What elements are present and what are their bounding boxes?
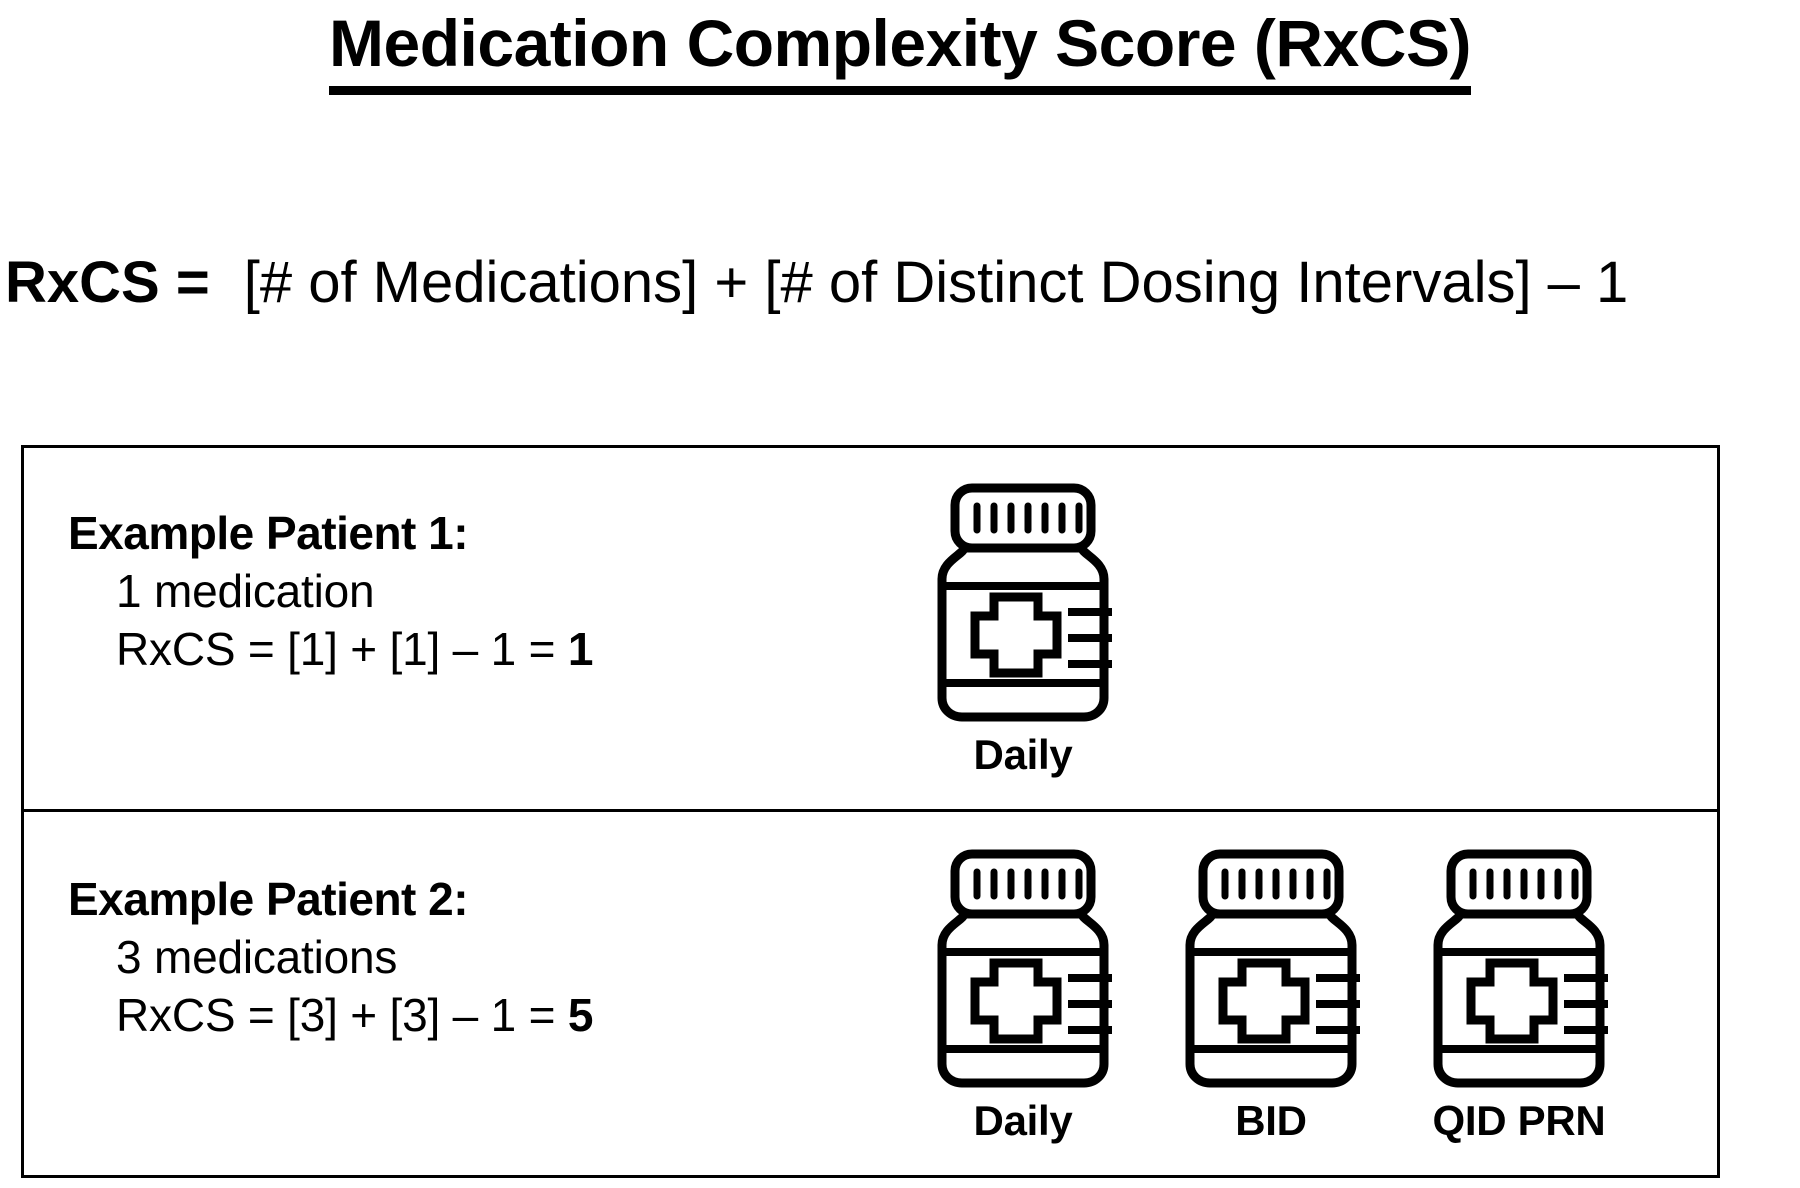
medication-dosing-label: QID PRN [1432,1097,1606,1144]
example-patient-2-text: Example Patient 2: 3 medications RxCS = … [68,870,593,1044]
pill-bottle-icon [1433,849,1608,1088]
example-patient-2-medication-count: 3 medications [116,931,398,983]
pill-bottle-icon [937,483,1112,722]
medication-dosing-label: Daily [973,731,1073,778]
medication-dosing-label: Daily [973,1097,1073,1144]
formula-right-hand-side: [# of Medications] + [# of Distinct Dosi… [243,250,1629,315]
rxcs-formula: RxCS = [# of Medications] + [# of Distinc… [5,238,1800,328]
example-patient-1-row: Example Patient 1: 1 medication RxCS = [… [24,448,1717,812]
pill-bottle-icon [937,849,1112,1088]
page-title: Medication Complexity Score (RxCS) [329,4,1471,95]
example-patient-2-score-expression: RxCS = [3] + [3] – 1 = [116,989,568,1041]
example-patient-1-score-value: 1 [567,623,594,675]
example-patient-1-text: Example Patient 1: 1 medication RxCS = [… [68,504,593,678]
example-patient-2-score-value: 5 [567,989,594,1041]
medication-item: QID PRN [1395,848,1643,1146]
medication-item: BID [1147,848,1395,1146]
example-patient-1-heading: Example Patient 1: [68,507,469,559]
example-patient-2-row: Example Patient 2: 3 medications RxCS = … [24,812,1717,1176]
title-container: Medication Complexity Score (RxCS) [0,4,1800,95]
example-patient-2-medication-icons: Daily [899,848,1643,1146]
example-patient-2-heading: Example Patient 2: [68,873,469,925]
examples-box: Example Patient 1: 1 medication RxCS = [… [21,445,1720,1178]
medication-item: Daily [899,848,1147,1146]
example-patient-1-score-line: RxCS = [1] + [1] – 1 = 1 [68,620,593,678]
example-patient-2-score-line: RxCS = [3] + [3] – 1 = 5 [68,986,593,1044]
formula-left-hand-side: RxCS = [5,250,210,315]
example-patient-1-medication-count: 1 medication [116,565,375,617]
medication-item: Daily [899,482,1147,780]
pill-bottle-icon [1185,849,1360,1088]
medication-dosing-label: BID [1235,1097,1307,1144]
example-patient-1-medication-icons: Daily [899,482,1147,780]
example-patient-1-score-expression: RxCS = [1] + [1] – 1 = [116,623,568,675]
